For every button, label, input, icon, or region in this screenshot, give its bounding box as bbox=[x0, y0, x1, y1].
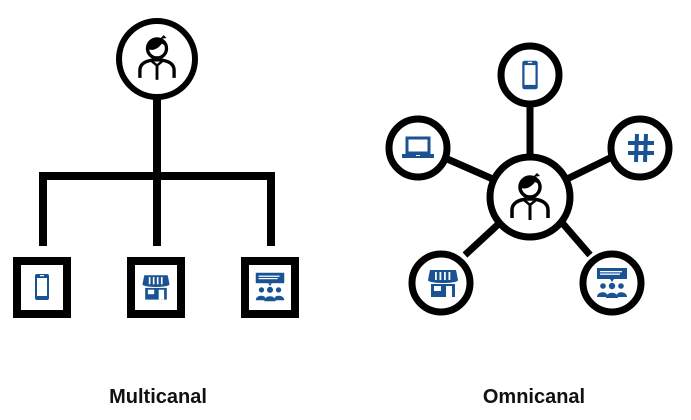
multicanal-channel-meeting bbox=[241, 257, 299, 318]
omnicanal-channel-mobile bbox=[497, 42, 563, 108]
omnicanal-diagram bbox=[385, 42, 673, 316]
multicanal-connectors bbox=[39, 96, 275, 246]
multicanal-customer-node bbox=[116, 18, 198, 100]
omnicanal-channel-store bbox=[408, 250, 474, 316]
omnicanal-channel-laptop bbox=[385, 115, 451, 181]
omnicanal-customer-node bbox=[486, 153, 574, 241]
multicanal-label: Multicanal bbox=[109, 386, 207, 408]
smartphone-icon bbox=[522, 60, 538, 90]
smartphone-icon bbox=[35, 274, 49, 300]
omnicanal-channel-social bbox=[607, 115, 673, 181]
omnicanal-label: Omnicanal bbox=[482, 386, 586, 408]
spoke-social bbox=[563, 154, 612, 184]
multicanal-channel-mobile bbox=[13, 257, 71, 318]
omnicanal-channel-meeting bbox=[579, 250, 645, 316]
branch-line bbox=[39, 172, 275, 246]
multicanal-channel-store bbox=[127, 257, 185, 318]
multicanal-diagram bbox=[13, 18, 299, 318]
spoke-laptop bbox=[443, 154, 497, 184]
